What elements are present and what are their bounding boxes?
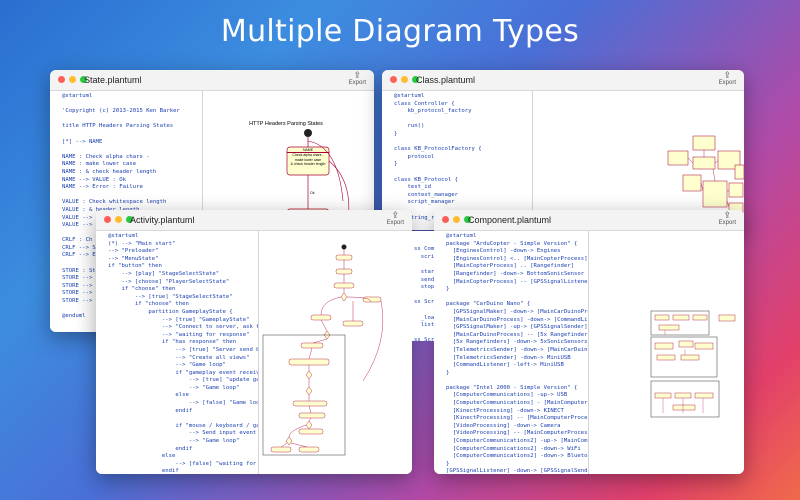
window-activity[interactable]: Activity.plantuml ⇪ Export @startuml (*)… (96, 210, 412, 474)
split-divider[interactable] (588, 231, 589, 474)
code-editor[interactable]: @startuml (*) --> "Main start" --> "Prel… (96, 231, 258, 474)
export-button[interactable]: ⇪ Export (719, 211, 736, 227)
share-icon: ⇪ (723, 210, 732, 220)
minimize-button[interactable] (401, 76, 408, 83)
window-component[interactable]: Component.plantuml ⇪ Export @startuml pa… (434, 210, 744, 474)
activity-diagram (262, 244, 384, 456)
export-label: Export (348, 80, 366, 86)
class-code-peek-text: ss Comm script start_ send() stop_c ss S… (414, 246, 434, 341)
node-title: NAME (287, 148, 329, 154)
minimize-button[interactable] (453, 216, 460, 223)
code-text: @startuml (*) --> "Main start" --> "Prel… (108, 233, 258, 474)
traffic-lights[interactable] (58, 76, 87, 83)
code-text: @startuml package "ArduCopter - Simple V… (446, 233, 588, 474)
traffic-lights[interactable] (442, 216, 471, 223)
window-title: Component.plantuml (468, 215, 552, 225)
window-class[interactable]: Class.plantuml ⇪ Export @startuml class … (382, 70, 744, 230)
diagram-preview (259, 231, 412, 474)
close-button[interactable] (442, 216, 449, 223)
close-button[interactable] (104, 216, 111, 223)
minimize-button[interactable] (69, 76, 76, 83)
share-icon: ⇪ (723, 70, 732, 80)
code-editor[interactable]: @startuml package "ArduCopter - Simple V… (434, 231, 588, 474)
share-icon: ⇪ (353, 70, 362, 80)
close-button[interactable] (58, 76, 65, 83)
diagram-title: HTTP Headers Parsing States (249, 121, 323, 127)
export-button[interactable]: ⇪ Export (349, 71, 366, 87)
close-button[interactable] (390, 76, 397, 83)
code-editor[interactable]: @startuml class Controller { kb_protocol… (382, 91, 532, 230)
window-title: Activity.plantuml (130, 215, 195, 225)
traffic-lights[interactable] (390, 76, 419, 83)
node-line: Check alpha chars - (292, 153, 324, 158)
window-title: State.plantuml (84, 75, 142, 85)
zoom-button[interactable] (412, 76, 419, 83)
titlebar-class[interactable]: Class.plantuml ⇪ Export (382, 70, 744, 91)
export-label: Export (386, 220, 404, 226)
node-line: & check header length (290, 162, 326, 167)
export-label: Export (718, 220, 736, 226)
state-node-name: NAME Check alpha chars - make lower case… (287, 148, 329, 167)
zoom-button[interactable] (80, 76, 87, 83)
traffic-lights[interactable] (104, 216, 133, 223)
split-divider[interactable] (258, 231, 259, 474)
titlebar-component[interactable]: Component.plantuml ⇪ Export (434, 210, 744, 231)
code-text: @startuml 'Copyright (c) 2013-2015 Ken B… (62, 93, 180, 320)
diagram-preview (589, 231, 744, 474)
titlebar-activity[interactable]: Activity.plantuml ⇪ Export (96, 210, 412, 231)
component-diagram (650, 310, 736, 418)
window-title: Class.plantuml (416, 75, 476, 85)
minimize-button[interactable] (115, 216, 122, 223)
zoom-button[interactable] (464, 216, 471, 223)
class-code-peek: ss Comm script start_ send() stop_c ss S… (412, 231, 434, 341)
headline: Multiple Diagram Types (220, 14, 580, 49)
share-icon: ⇪ (391, 210, 400, 220)
export-button[interactable]: ⇪ Export (719, 71, 736, 87)
export-label: Export (718, 80, 736, 86)
split-divider[interactable] (532, 91, 533, 230)
edge-label: Ok (310, 191, 315, 195)
titlebar-state[interactable]: State.plantuml ⇪ Export (50, 70, 374, 91)
export-button[interactable]: ⇪ Export (387, 211, 404, 227)
diagram-preview (533, 91, 744, 230)
node-line: make lower case (294, 157, 322, 162)
zoom-button[interactable] (126, 216, 133, 223)
